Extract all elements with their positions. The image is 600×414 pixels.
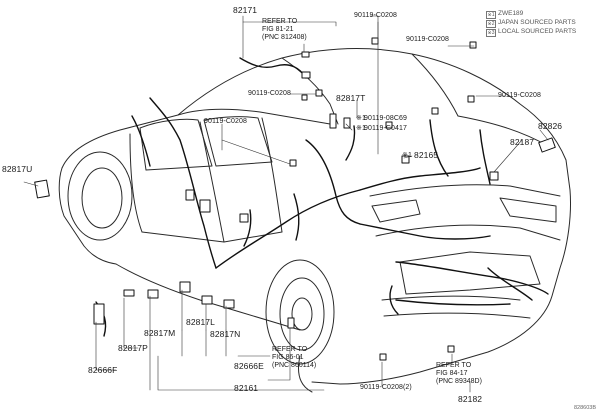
- legend-mark: ※3: [486, 29, 496, 37]
- part-label-82817l[interactable]: 82817L: [186, 317, 215, 327]
- part-label-90119-c0208-midleft[interactable]: 90119-C0208: [204, 118, 248, 125]
- part-label-82817p[interactable]: 82817P: [118, 343, 148, 353]
- reference-fig-84-17[interactable]: REFER TO FIG 84-17 (PNC 89348D): [436, 362, 482, 385]
- legend-mark: ※2: [486, 20, 496, 28]
- part-label-90119-c0208-bottom[interactable]: 90119-C0208(2): [360, 384, 412, 391]
- part-label-82817u[interactable]: 82817U: [2, 164, 33, 174]
- legend-text: LOCAL SOURCED PARTS: [498, 28, 577, 35]
- wire-harness: [95, 57, 549, 337]
- part-label-82187[interactable]: 82187: [510, 137, 535, 147]
- part-label-82817m[interactable]: 82817M: [144, 328, 176, 338]
- leader-lines: [23, 15, 549, 393]
- legend-text: ZWE189: [498, 10, 524, 17]
- part-label-82666f[interactable]: 82666F: [88, 365, 118, 375]
- part-label-90119-c0208-right[interactable]: 90119-C0208: [498, 92, 542, 99]
- part-label-82826[interactable]: 82826: [538, 121, 563, 131]
- marker-zwe189: ※1: [356, 125, 366, 132]
- part-label-82165[interactable]: 82165: [414, 150, 439, 160]
- part-label-90119-08c69[interactable]: 90119-08C69: [364, 115, 408, 122]
- part-label-82182[interactable]: 82182: [458, 394, 483, 404]
- reference-fig-81-21[interactable]: REFER TO FIG 81-21 (PNC 812408): [262, 18, 307, 41]
- marker-zwe189: ※1: [356, 115, 366, 122]
- legend-text: JAPAN SOURCED PARTS: [498, 19, 576, 26]
- legend-mark: ※1: [486, 11, 496, 19]
- catalog-id: 828603B: [573, 405, 596, 411]
- part-label-82666e[interactable]: 82666E: [234, 361, 264, 371]
- part-label-82171[interactable]: 82171: [233, 5, 258, 15]
- part-label-82817t[interactable]: 82817T: [336, 93, 366, 103]
- part-label-82817n[interactable]: 82817N: [210, 329, 241, 339]
- marker-zwe189: ※1: [402, 152, 412, 159]
- part-label-90119-c0208-roof[interactable]: 90119-C0208: [248, 90, 292, 97]
- reference-fig-86-01[interactable]: REFER TO FIG 86-01 (PNC 860114): [272, 346, 317, 369]
- part-label-90119-c0208-top[interactable]: 90119-C0208: [354, 12, 398, 19]
- car-body-outline: [58, 47, 571, 393]
- part-label-90119-c0208-topright[interactable]: 90119-C0208: [406, 36, 450, 43]
- rear-wheel: [265, 259, 335, 365]
- front-wheel: [67, 151, 133, 241]
- part-label-82161[interactable]: 82161: [234, 383, 259, 393]
- part-label-90119-c0417[interactable]: 90119-C0417: [364, 125, 408, 132]
- connectors: [34, 37, 556, 361]
